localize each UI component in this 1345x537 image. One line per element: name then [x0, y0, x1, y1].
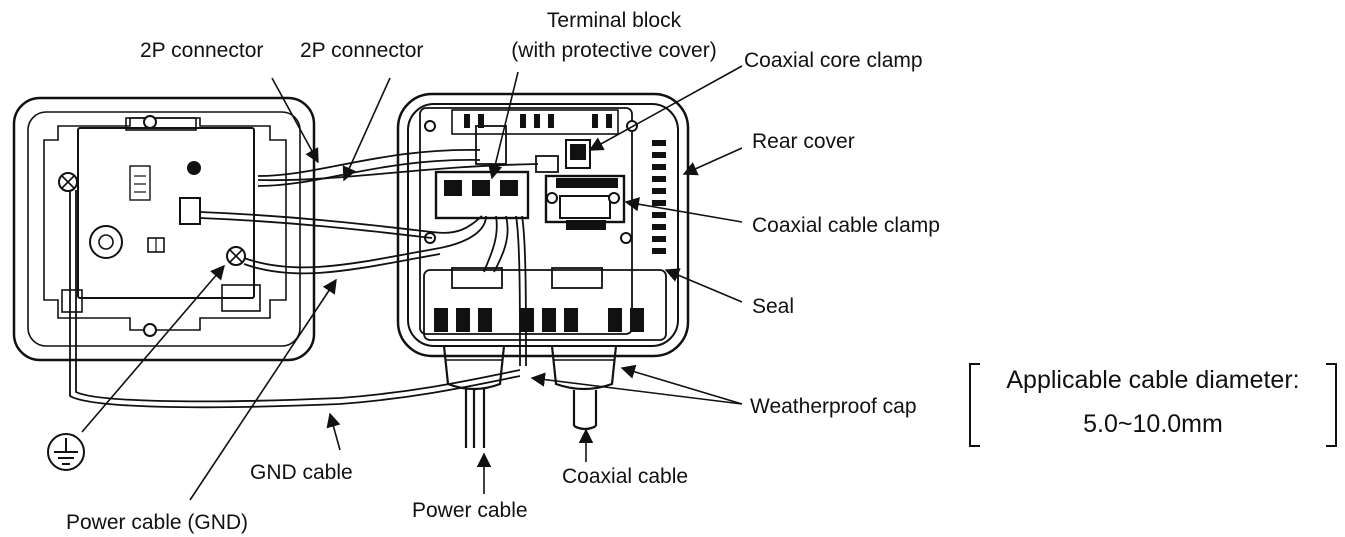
label-2p-connector-right: 2P connector [300, 39, 424, 62]
label-coaxial-cable-clamp: Coaxial cable clamp [752, 214, 940, 237]
right-screws [424, 120, 638, 244]
label-terminal-block-line1: Terminal block [546, 9, 682, 32]
label-cable-diameter-value: 5.0~10.0mm [1083, 410, 1223, 438]
label-coaxial-core-clamp: Coaxial core clamp [744, 49, 923, 72]
left-dot [187, 161, 201, 175]
wires [69, 149, 539, 409]
diameter-brackets [969, 363, 1337, 447]
label-weatherproof-cap: Weatherproof cap [750, 395, 917, 418]
right-vents [434, 114, 666, 332]
left-housing [12, 96, 316, 362]
label-terminal-block-line2: (with protective cover) [511, 39, 717, 62]
label-power-cable: Power cable [412, 499, 528, 522]
left-screws [58, 115, 246, 337]
label-power-cable-gnd: Power cable (GND) [66, 511, 249, 534]
left-screw-slots [61, 175, 243, 263]
label-cable-diameter-title: Applicable cable diameter: [1006, 366, 1300, 394]
label-seal: Seal [752, 295, 795, 318]
ground-symbol-icon [47, 433, 85, 471]
label-coaxial-cable: Coaxial cable [562, 465, 689, 488]
label-rear-cover: Rear cover [752, 130, 855, 153]
weatherproof-caps [442, 345, 618, 391]
leader-lines [81, 65, 743, 501]
label-2p-connector-left: 2P connector [140, 39, 264, 62]
power-cable-out [464, 388, 486, 448]
label-gnd-cable: GND cable [250, 461, 353, 484]
coax-cable-out [572, 390, 598, 431]
